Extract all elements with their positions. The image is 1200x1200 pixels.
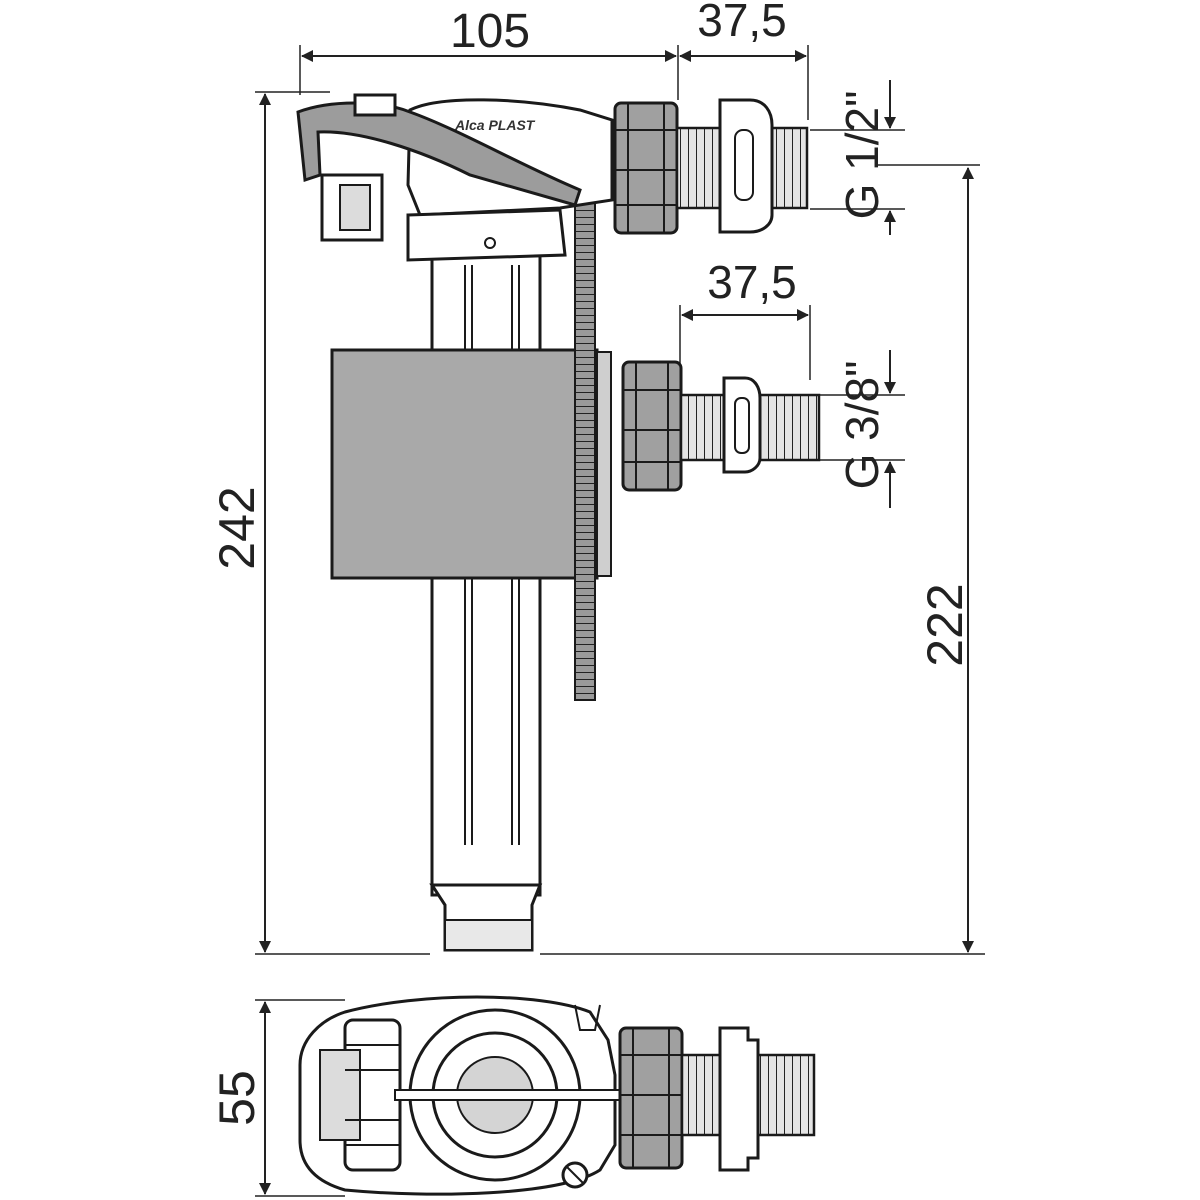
dimension-total-height-label: 242 — [209, 486, 265, 569]
dimension-top-offset-label: 37,5 — [697, 0, 787, 46]
dimension-inlet-height-label: 222 — [917, 583, 973, 666]
fill-valve-top-view — [298, 995, 816, 1196]
thread-three-eighths-label: G 3/8" — [836, 361, 888, 490]
thread-half-inch-label: G 1/2" — [836, 91, 888, 220]
fill-valve-side-view: Alca PLAST — [296, 93, 821, 952]
dimension-middle-offset-label: 37,5 — [707, 256, 797, 308]
adjustment-rod — [574, 199, 596, 701]
dimension-width-label: 105 — [450, 5, 530, 58]
top-nut — [613, 101, 679, 235]
float-block — [330, 348, 599, 580]
middle-nut — [621, 360, 683, 492]
dimension-lines — [255, 45, 985, 1197]
brand-logo: Alca PLAST — [454, 117, 536, 133]
dimension-depth-label: 55 — [209, 1070, 265, 1126]
top-view-nut — [618, 1026, 684, 1170]
